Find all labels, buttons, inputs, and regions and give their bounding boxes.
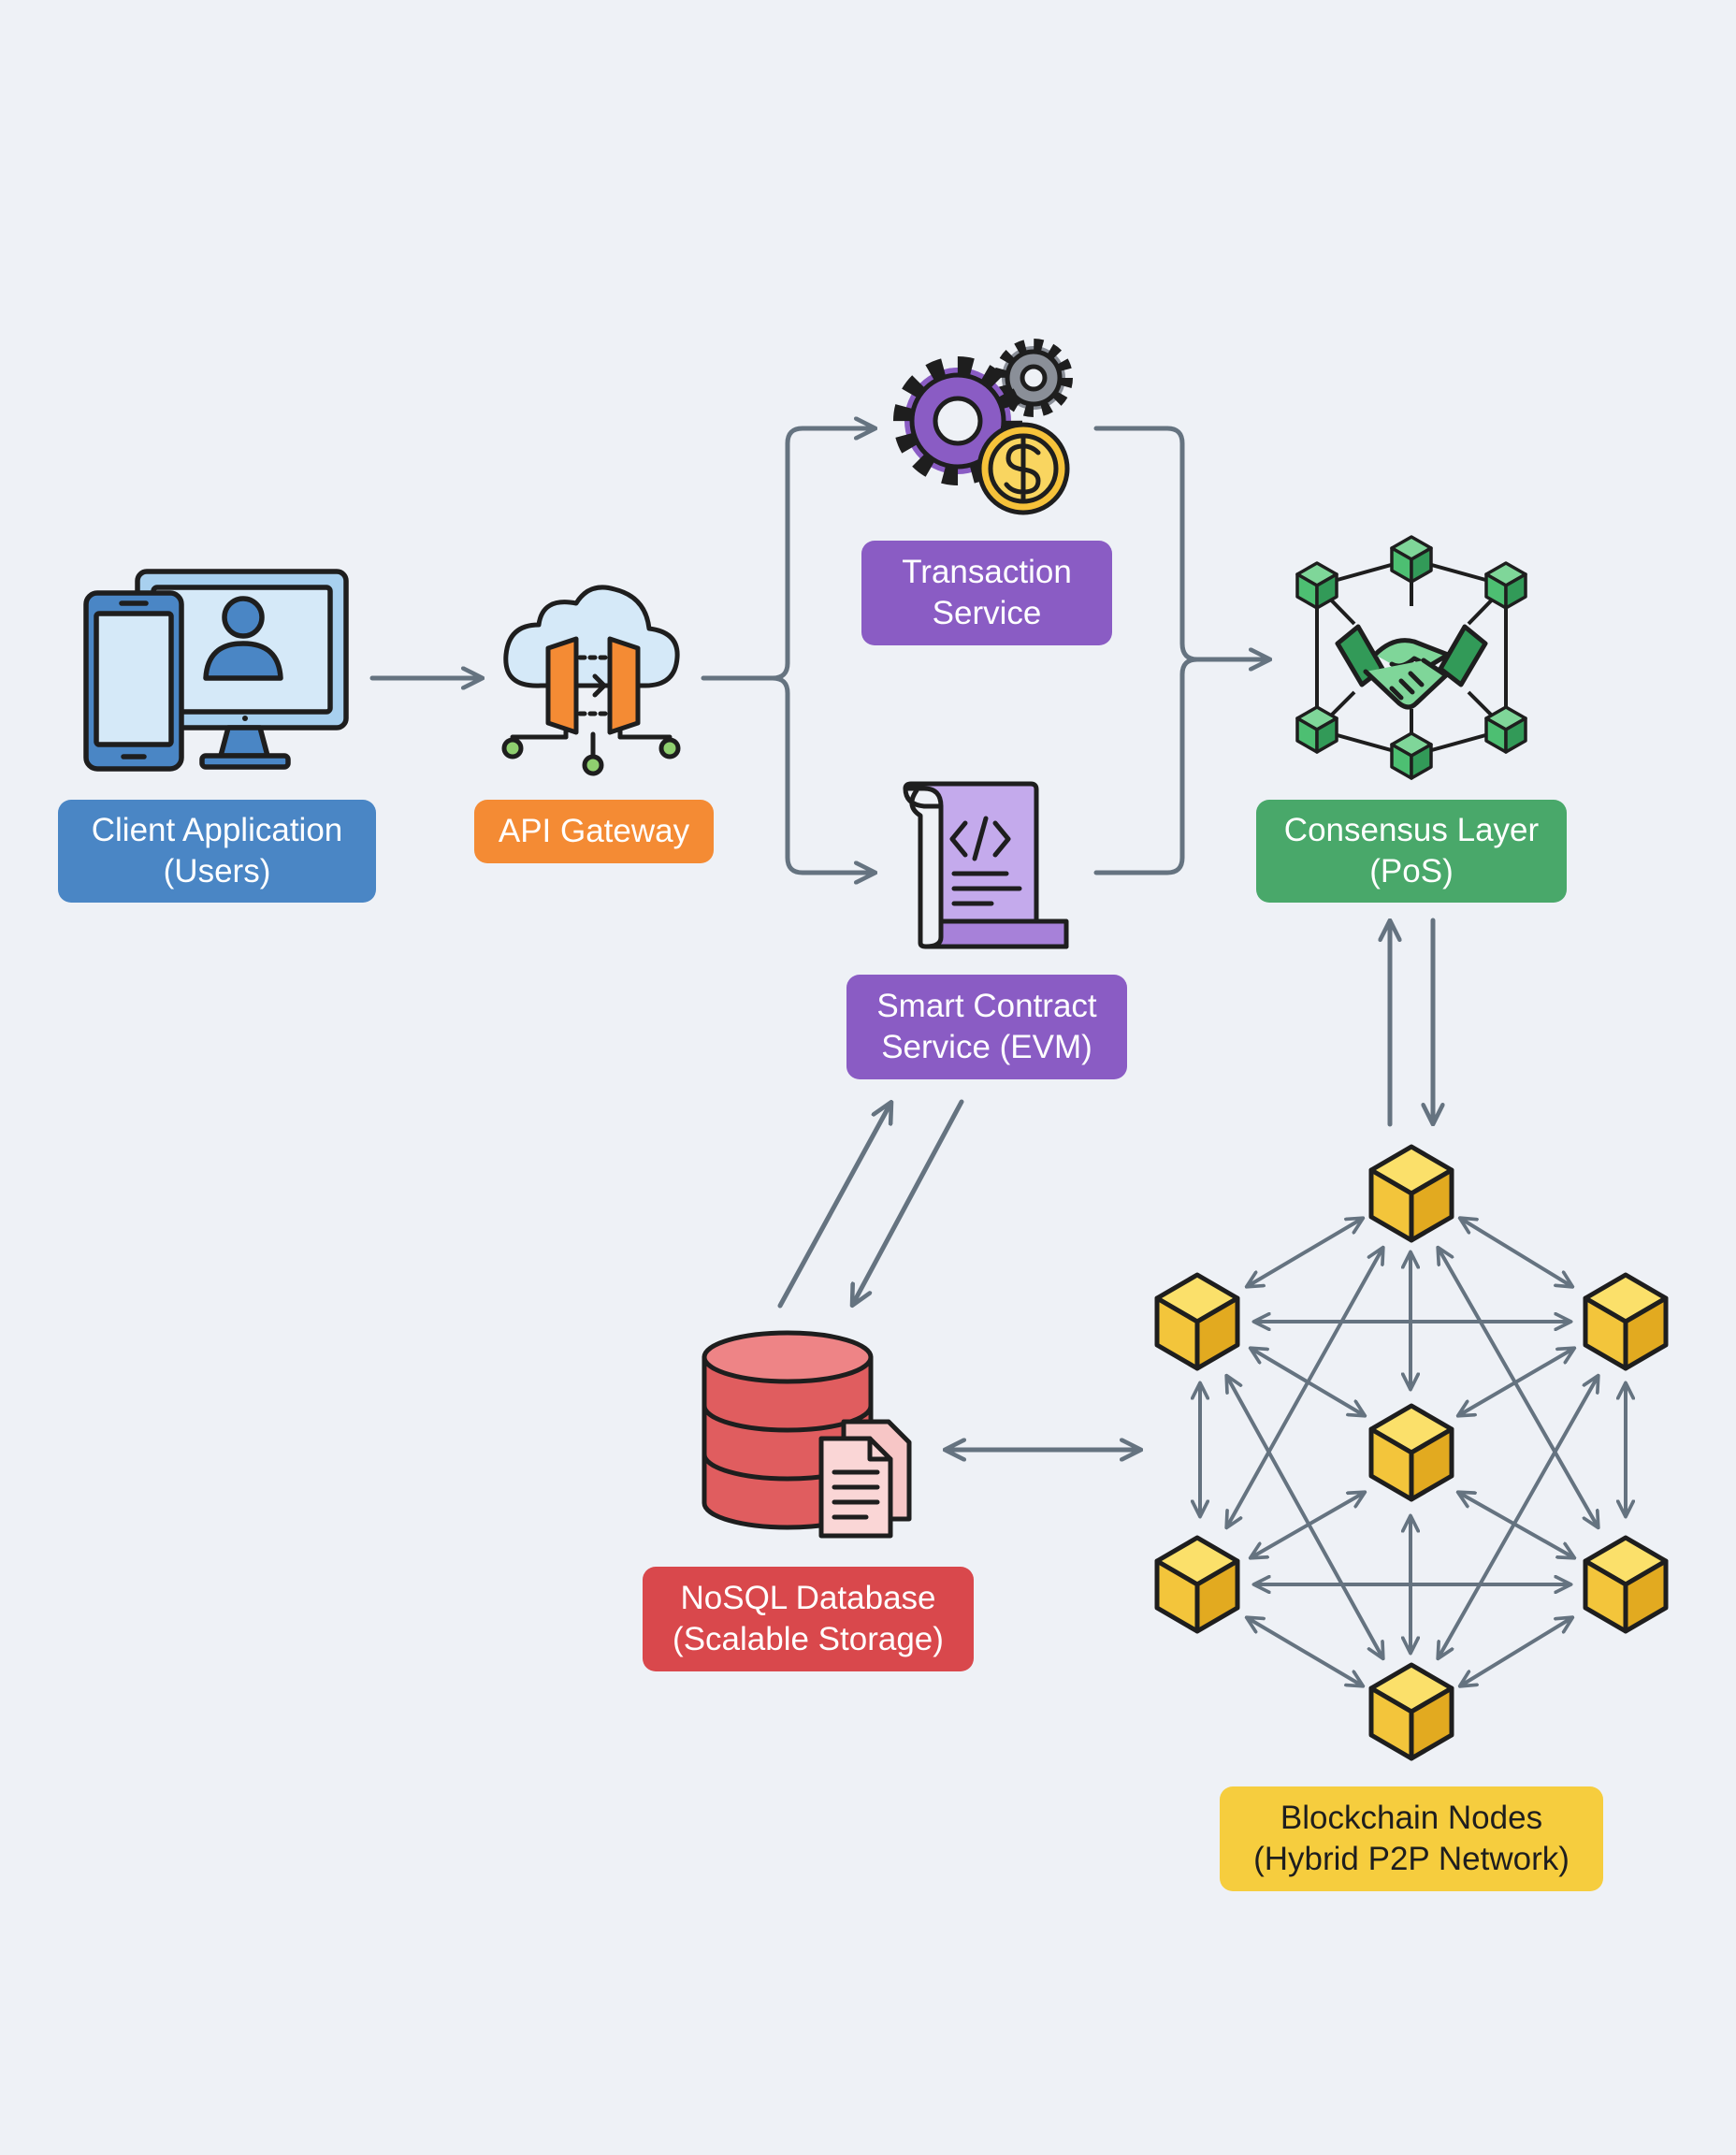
cloud-gateway-icon xyxy=(501,585,681,776)
smart-contract-service-label: Smart Contract Service (EVM) xyxy=(846,975,1127,1079)
api-gateway-label: API Gateway xyxy=(474,800,714,863)
client-label-line2: (Users) xyxy=(163,853,271,889)
transaction-label-line2: Service xyxy=(932,595,1042,631)
mesh-edge xyxy=(1461,1618,1571,1685)
connectors xyxy=(369,426,1433,1450)
cube-mesh-network-icon xyxy=(1157,1147,1666,1758)
blockchain-node-cube xyxy=(1585,1538,1666,1631)
client-label-line1: Client Application xyxy=(91,812,343,848)
consensus-label-line1: Consensus Layer xyxy=(1283,812,1540,848)
mesh-edge xyxy=(1248,1618,1362,1685)
blockchain-node-cube xyxy=(1371,1147,1452,1240)
mesh-edge xyxy=(1248,1219,1362,1286)
mesh-edge xyxy=(1227,1249,1382,1526)
mesh-edge xyxy=(1461,1219,1571,1286)
transaction-label-line1: Transaction xyxy=(902,554,1072,590)
mesh-edge xyxy=(1439,1249,1598,1526)
arrow-gateway-to-smart-contract xyxy=(770,675,874,873)
blockchain-node-cube xyxy=(1157,1275,1237,1368)
blockchain-node-cube xyxy=(1585,1275,1666,1368)
p2p-mesh-edges xyxy=(1200,1219,1626,1685)
mesh-edge xyxy=(1439,1377,1598,1657)
handshake-network-icon xyxy=(1295,535,1527,780)
arrow-smart-contract-to-database xyxy=(853,1099,964,1304)
blockchain-node-cube xyxy=(1157,1538,1237,1631)
arrow-database-to-smart-contract xyxy=(777,1104,890,1309)
client-application-label: Client Application (Users) xyxy=(58,800,376,903)
consensus-layer-label: Consensus Layer (PoS) xyxy=(1256,800,1567,903)
smart-contract-label-line2: Service (EVM) xyxy=(881,1029,1092,1065)
blockchain-nodes-label: Blockchain Nodes (Hybrid P2P Network) xyxy=(1220,1786,1603,1891)
blockchain-node-cube xyxy=(1371,1406,1452,1499)
gears-and-coin-icon xyxy=(893,339,1073,515)
arrow-transaction-to-consensus xyxy=(1093,426,1268,659)
blockchain-node-cube xyxy=(1371,1665,1452,1758)
arrow-smart-contract-to-consensus xyxy=(1093,657,1200,875)
mesh-edge xyxy=(1227,1377,1382,1657)
code-scroll-icon xyxy=(903,781,1069,949)
database-documents-icon xyxy=(702,1330,912,1539)
transaction-service-label: Transaction Service xyxy=(861,541,1112,645)
mesh-edge xyxy=(1459,1493,1573,1557)
blockchain-label-line1: Blockchain Nodes xyxy=(1280,1800,1543,1836)
database-label-line1: NoSQL Database xyxy=(680,1580,936,1616)
arrow-gateway-to-services xyxy=(701,428,874,681)
desktop-and-phone-user-icon xyxy=(83,569,349,772)
smart-contract-label-line1: Smart Contract xyxy=(876,988,1097,1024)
nosql-database-label: NoSQL Database (Scalable Storage) xyxy=(643,1567,974,1671)
database-label-line2: (Scalable Storage) xyxy=(673,1621,944,1657)
blockchain-label-line2: (Hybrid P2P Network) xyxy=(1253,1841,1570,1877)
consensus-label-line2: (PoS) xyxy=(1369,853,1454,889)
api-gateway-label-line1: API Gateway xyxy=(498,813,690,849)
